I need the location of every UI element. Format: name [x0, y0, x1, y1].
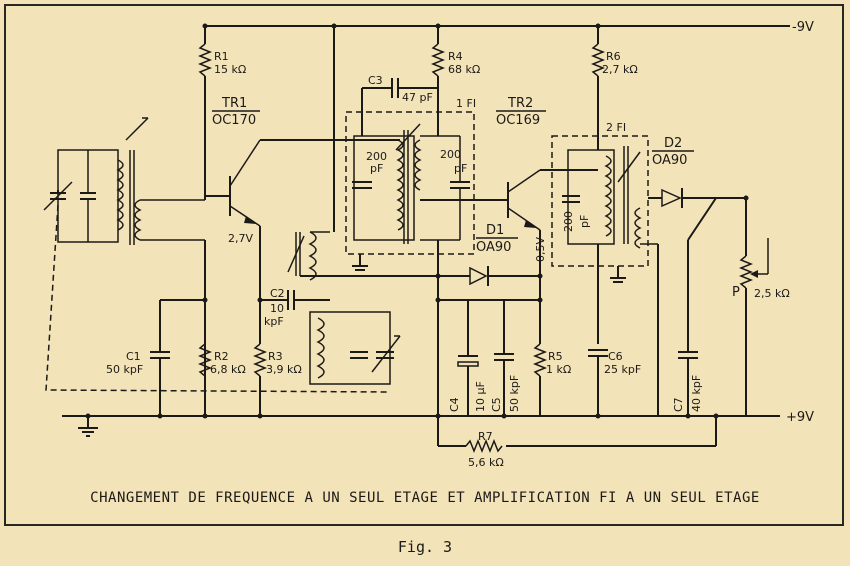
- p-ref: P: [732, 285, 740, 300]
- ground-symbol: [78, 416, 98, 437]
- d2-diode: [661, 188, 746, 208]
- d2-ref: D2: [664, 136, 682, 151]
- r2-value: 6,8 kΩ: [210, 363, 246, 376]
- junction-dots: [85, 23, 749, 419]
- r1-resistor: [197, 26, 213, 200]
- r4-resistor: [430, 26, 446, 136]
- oscillator-tank: [309, 311, 401, 385]
- gang-link: [45, 204, 391, 393]
- fi1-cap-a-unit: pF: [370, 162, 383, 175]
- d1-ref: D1: [486, 223, 504, 238]
- r5-ref: R5: [548, 350, 563, 363]
- fi1-cap-b: 200: [440, 148, 461, 161]
- r7-ref: R7: [478, 430, 493, 443]
- fi1-ref: 1 FI: [456, 97, 476, 110]
- c3-ref: C3: [368, 74, 383, 87]
- tr2-ref: TR2: [507, 96, 533, 111]
- tr1-transistor: [205, 139, 261, 227]
- fi1-cap-a: 200: [366, 150, 387, 163]
- c7-capacitor: [678, 351, 698, 416]
- c2-unit: kpF: [264, 315, 284, 328]
- r7-resistor: [437, 416, 717, 454]
- r4-value: 68 kΩ: [448, 63, 480, 76]
- tr1-voltage: 2,7V: [228, 232, 253, 245]
- c2-value: 10: [270, 302, 284, 315]
- antenna-tuning-circuit: [43, 117, 205, 245]
- r3-value: 3,9 kΩ: [266, 363, 302, 376]
- c3-value: 47 pF: [402, 91, 433, 104]
- r3-resistor: [252, 343, 268, 416]
- c6-ref: C6: [608, 350, 623, 363]
- r1-ref: R1: [214, 50, 229, 63]
- r5-value: 1 kΩ: [546, 363, 571, 376]
- fi2-transformer: [551, 135, 649, 267]
- c3-capacitor: [361, 78, 438, 136]
- positive-rail-label: +9V: [786, 410, 814, 425]
- c1-ref: C1: [126, 350, 141, 363]
- r3-ref: R3: [268, 350, 283, 363]
- c6-value: 25 kpF: [604, 363, 641, 376]
- tr1-ref: TR1: [221, 96, 247, 111]
- negative-rail-label: -9V: [792, 20, 814, 35]
- r4-ref: R4: [448, 50, 463, 63]
- c5-ref: C5: [490, 397, 503, 412]
- c7-ref: C7: [672, 397, 685, 412]
- fi1-transformer: [345, 111, 475, 255]
- figure-label: Fig. 3: [397, 538, 453, 556]
- r1-value: 15 kΩ: [214, 63, 246, 76]
- c4-ref: C4: [448, 397, 461, 412]
- fi1-ground: [352, 254, 368, 271]
- r7-value: 5,6 kΩ: [468, 456, 504, 469]
- c1-capacitor: [150, 300, 170, 416]
- fi2-cap-unit: pF: [578, 215, 591, 228]
- c4-capacitor: [457, 300, 479, 416]
- p-potentiometer: [738, 198, 769, 416]
- fi2-ref: 2 FI: [606, 121, 626, 134]
- fi1-cap-b-unit: pF: [454, 162, 467, 175]
- c5-capacitor: [494, 300, 514, 416]
- d1-type: OA90: [476, 240, 511, 255]
- c5-value: 50 kpF: [508, 375, 521, 412]
- r6-resistor: [590, 26, 606, 150]
- c6-capacitor: [588, 349, 608, 416]
- c4-value: 10 µF: [474, 381, 487, 412]
- schematic-caption: CHANGEMENT DE FREQUENCE A UN SEUL ETAGE …: [90, 490, 760, 506]
- r2-resistor: [197, 343, 213, 377]
- fi2-cap: 200: [562, 211, 575, 232]
- c7-value: 40 kpF: [690, 375, 703, 412]
- tr1-type: OC170: [212, 113, 256, 128]
- d1-diode: [438, 266, 540, 286]
- r2-ref: R2: [214, 350, 229, 363]
- tr2-transistor: [507, 169, 541, 231]
- fi2-ground: [610, 266, 626, 283]
- c2-capacitor: [260, 290, 330, 310]
- detector-branch: [687, 197, 717, 241]
- c2-ref: C2: [270, 287, 285, 300]
- tr2-type: OC169: [496, 113, 540, 128]
- r6-ref: R6: [606, 50, 621, 63]
- d2-type: OA90: [652, 153, 687, 168]
- c1-value: 50 kpF: [106, 363, 143, 376]
- feedback-coil: [287, 231, 330, 281]
- schematic-frame: [4, 4, 844, 526]
- r6-value: 2,7 kΩ: [602, 63, 638, 76]
- r5-resistor: [532, 343, 548, 416]
- p-value: 2,5 kΩ: [754, 287, 790, 300]
